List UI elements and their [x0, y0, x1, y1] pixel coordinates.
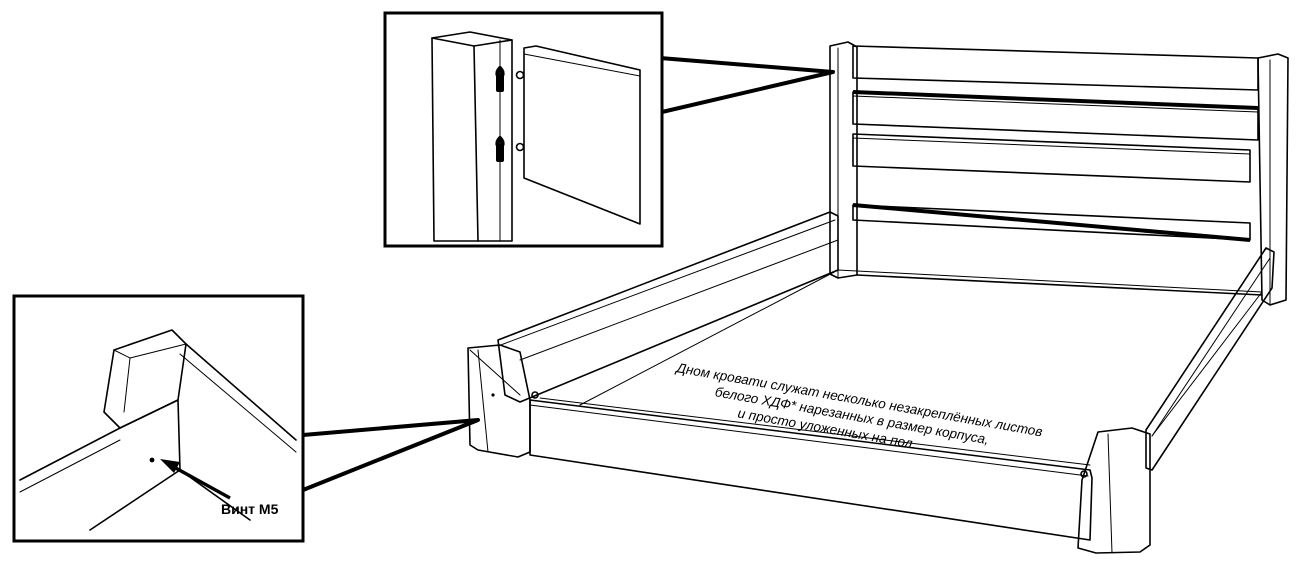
keyhole-slot-top: [495, 66, 505, 92]
keyhole-slot-bottom: [495, 136, 505, 162]
foot-post-left: [467, 344, 531, 458]
callout-screw: Винт М5: [12, 294, 480, 543]
rail-screw-right: [1080, 470, 1088, 478]
bed-bottom-note: Дном кровати служат несколько незакреплё…: [674, 360, 1044, 452]
head-rail-bottom: [856, 274, 1263, 296]
bed-floor-outline: [579, 269, 1263, 437]
callout-leader-screw: [302, 418, 480, 492]
headboard-slats: [852, 45, 1259, 242]
detail-box-screw: [12, 294, 305, 543]
screw-arrow: [160, 459, 231, 500]
bed-drawing: [467, 41, 1289, 554]
foot-post-right: [1077, 427, 1151, 554]
callout-headboard-joint: [383, 11, 835, 248]
detail-screw-top: [515, 70, 525, 80]
screw-label: Винт М5: [221, 501, 279, 517]
headboard-post-right: [1257, 53, 1289, 306]
screw-hole: [149, 457, 155, 463]
detail-post: [431, 31, 513, 242]
detail-panel: [515, 45, 641, 225]
rail-screw-left: [531, 391, 539, 399]
callout-leader-headboard: [659, 56, 835, 114]
side-rail-right: [1145, 247, 1275, 471]
detail-screw-bottom: [515, 142, 525, 152]
